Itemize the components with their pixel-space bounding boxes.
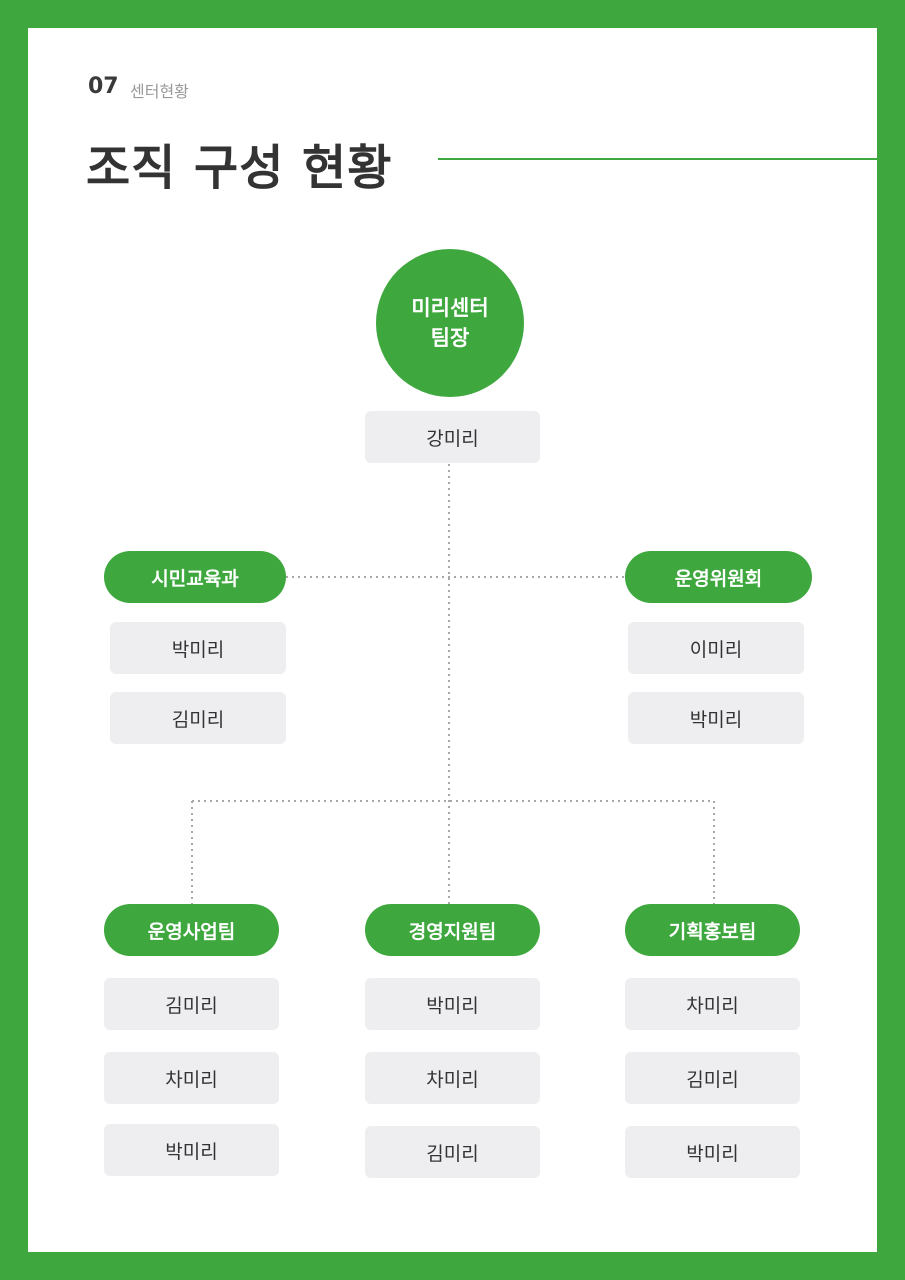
section-name: 센터현황 bbox=[130, 82, 189, 101]
team-member: 김미리 bbox=[104, 978, 279, 1030]
section-number: 07 bbox=[88, 74, 119, 99]
team-label: 경영지원팀 bbox=[365, 904, 540, 956]
dept-left-label: 시민교육과 bbox=[104, 551, 286, 603]
dept-right-label: 운영위원회 bbox=[625, 551, 812, 603]
team-member: 박미리 bbox=[104, 1124, 279, 1176]
team-member: 박미리 bbox=[625, 1126, 800, 1178]
page: 07 센터현황 조직 구성 현황 미리센터 팀장 강미리 시민교육과 박미리 김… bbox=[28, 28, 877, 1252]
team-member: 박미리 bbox=[365, 978, 540, 1030]
head-role-circle: 미리센터 팀장 bbox=[376, 249, 524, 397]
team-member: 차미리 bbox=[365, 1052, 540, 1104]
dept-right-member: 박미리 bbox=[628, 692, 804, 744]
head-role-line2: 팀장 bbox=[430, 326, 470, 350]
team-member: 차미리 bbox=[625, 978, 800, 1030]
team-member: 김미리 bbox=[365, 1126, 540, 1178]
title-rule bbox=[438, 158, 877, 160]
page-title: 조직 구성 현황 bbox=[86, 140, 393, 196]
team-label: 운영사업팀 bbox=[104, 904, 279, 956]
head-name: 강미리 bbox=[365, 411, 540, 463]
team-member: 차미리 bbox=[104, 1052, 279, 1104]
connector-lines bbox=[191, 464, 715, 904]
team-member: 김미리 bbox=[625, 1052, 800, 1104]
head-role-line1: 미리센터 bbox=[411, 296, 489, 320]
dept-left-member: 김미리 bbox=[110, 692, 286, 744]
team-label: 기획홍보팀 bbox=[625, 904, 800, 956]
dept-right-member: 이미리 bbox=[628, 622, 804, 674]
dept-left-member: 박미리 bbox=[110, 622, 286, 674]
